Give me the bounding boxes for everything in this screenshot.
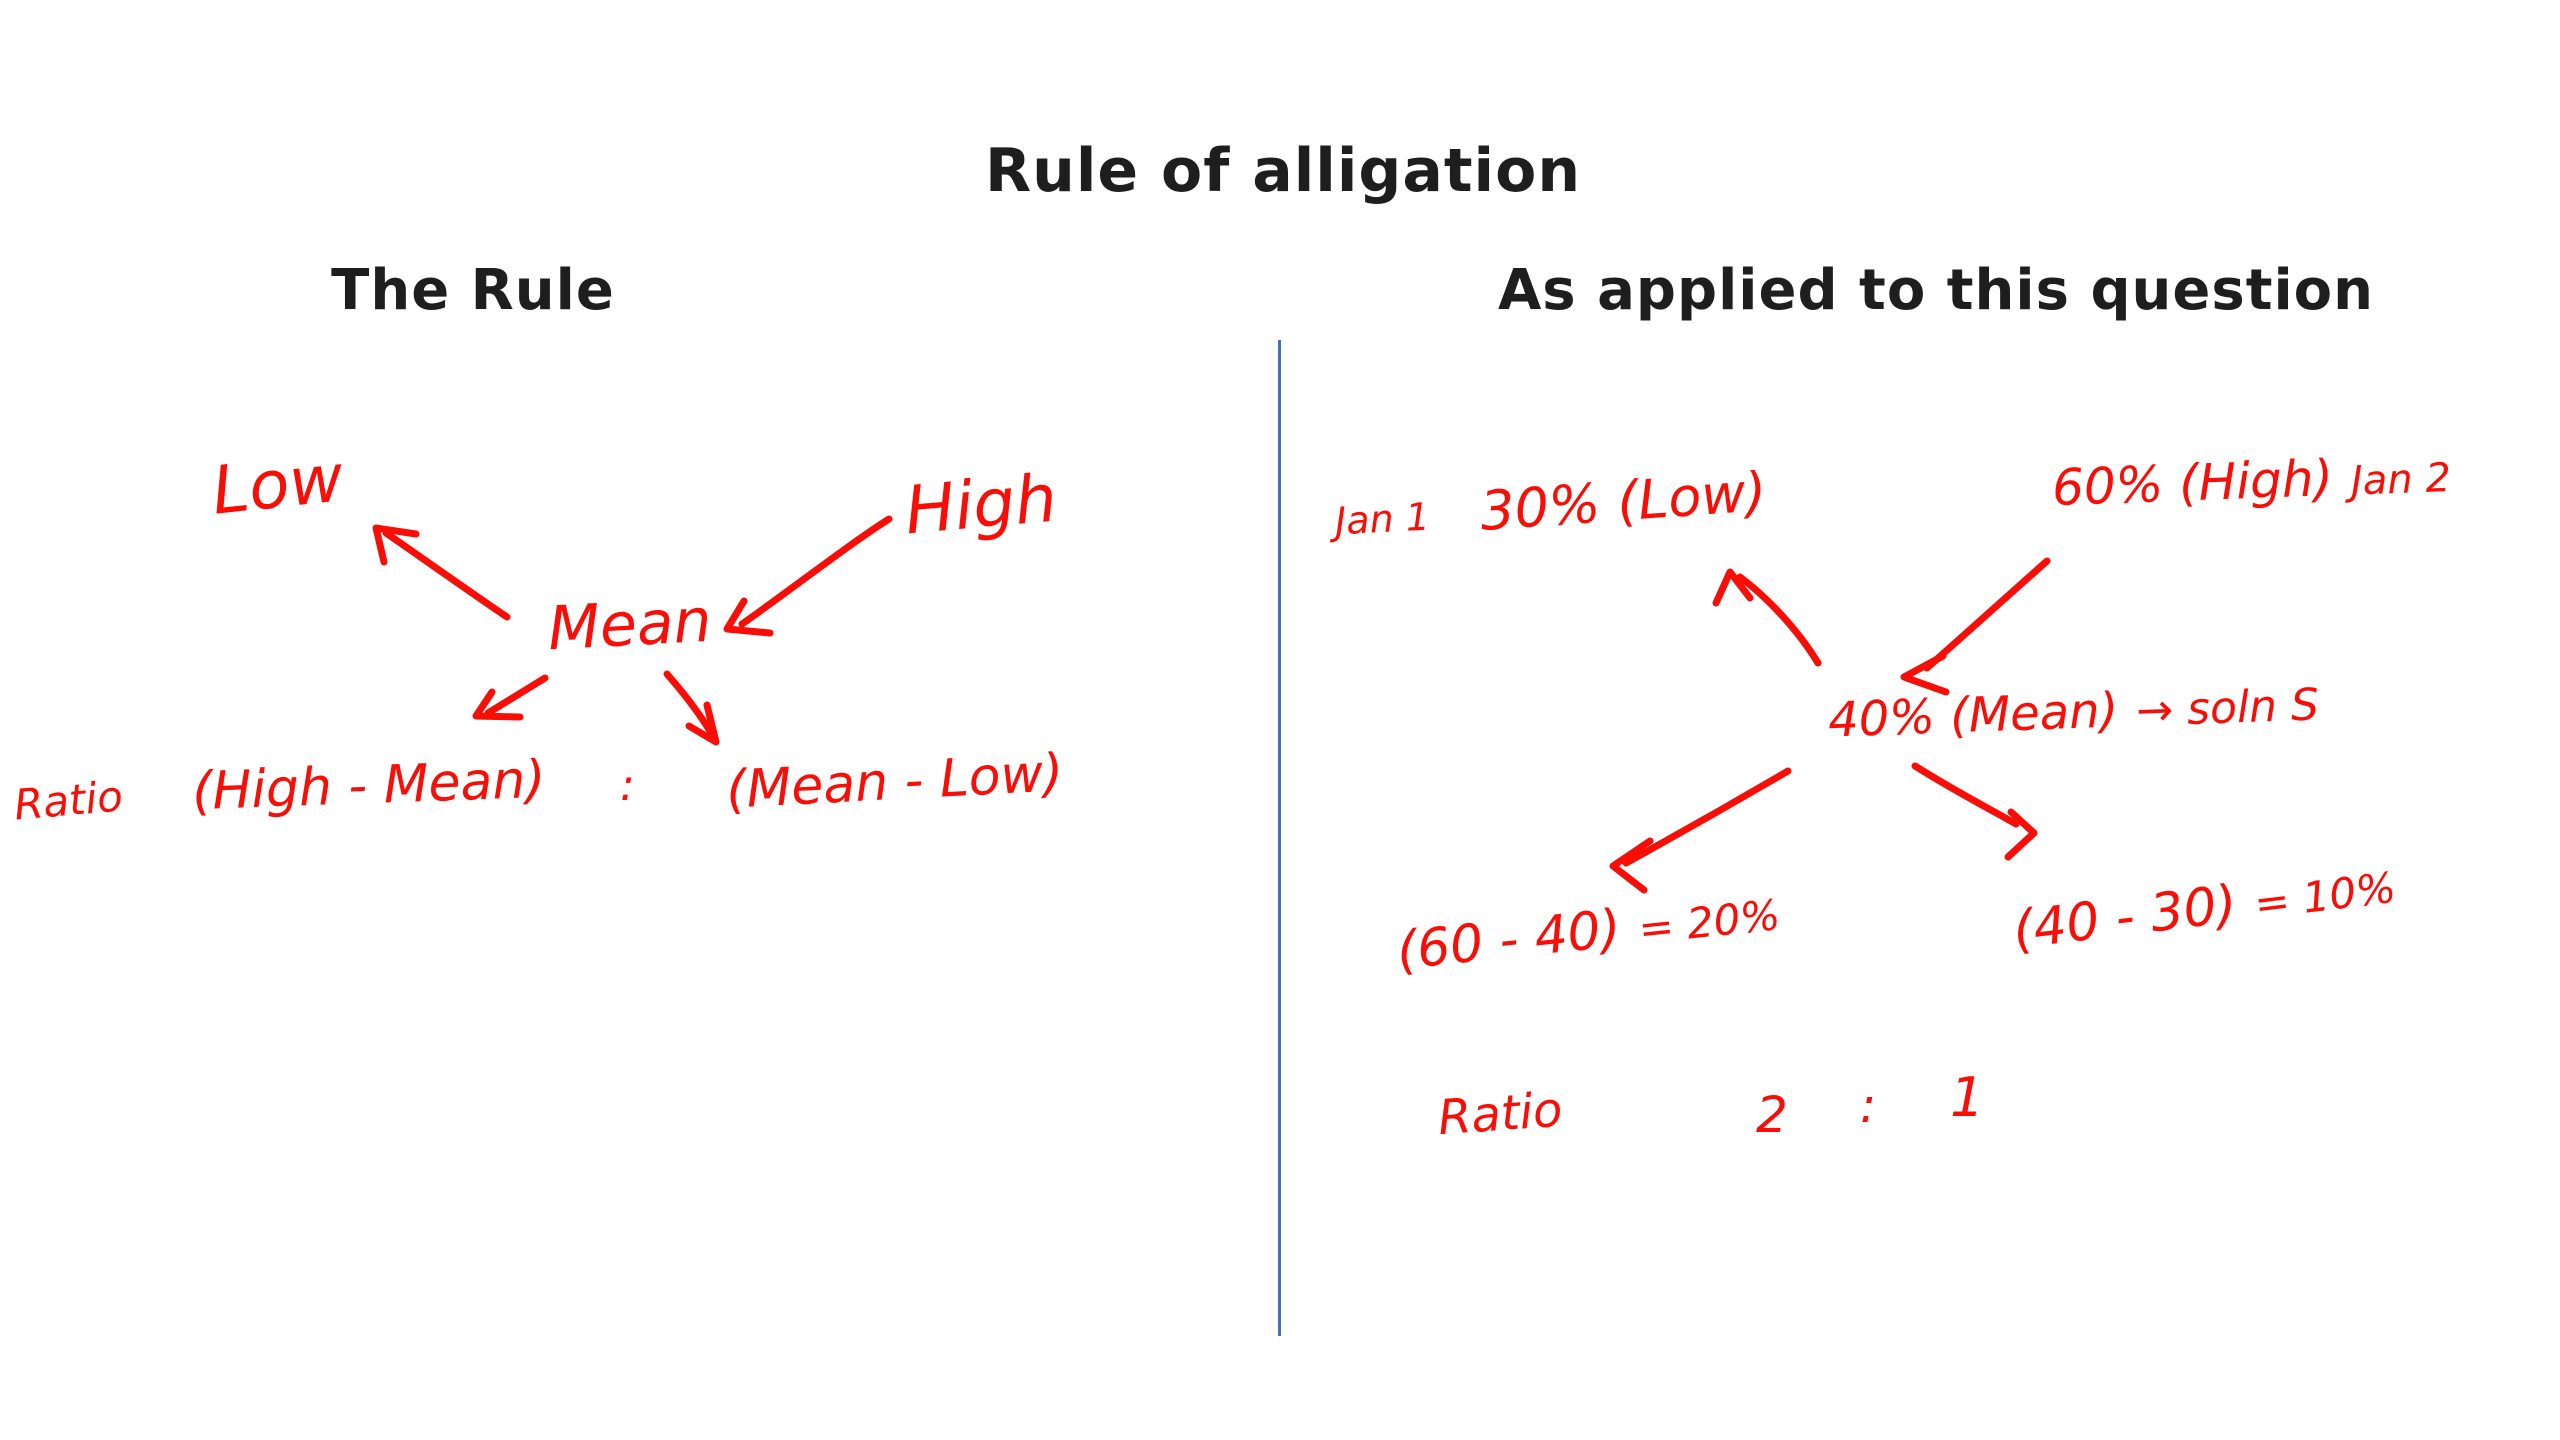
ratio-label-left: Ratio [12,771,125,830]
low-diff-result: = 10% [2251,862,2399,929]
jan2-label: Jan 2 [2350,455,2452,505]
arrow-mean-to-low-diff-icon [663,670,720,746]
low-diff-row: (40 - 30) = 10% [2010,855,2399,961]
low-percent-value: 30% (Low) [1478,460,1769,543]
ratio-colon-right: : [1860,1078,1877,1134]
mean-label: Mean [546,585,714,665]
jan1-label: Jan 1 [1333,494,1431,544]
soln-note: → soln S [2135,679,2320,737]
ratio-value-right: 1 [1950,1066,1985,1129]
high-diff-result: = 20% [1636,890,1783,954]
high-label: High [901,459,1060,550]
arrow-mean-to-30pct-icon [1712,568,1822,667]
arrow-60pct-to-mean-icon [1900,557,2051,696]
ratio-value-left: 2 [1756,1086,1788,1144]
high-percent-value: 60% (High) [2051,449,2334,517]
page-title: Rule of alligation [984,136,1582,206]
ratio-label-right: Ratio [1436,1081,1565,1147]
arrow-mean-to-20pct-icon [1609,767,1792,894]
low-label: Low [208,439,347,530]
mean-percent-row: 40% (Mean) → soln S [1827,675,2320,748]
right-section-heading: As applied to this question [1497,258,2375,323]
mean-percent-value: 40% (Mean) [1827,682,2120,749]
low-diff-expression: (40 - 30) [2009,874,2241,962]
high-diff-row: (60 - 40) = 20% [1394,882,1783,982]
high-diff-expression: (60 - 40) [1393,898,1624,982]
ratio-colon-left: : [620,760,635,811]
arrow-mean-to-low-icon [372,524,511,621]
left-section-heading: The Rule [331,258,615,323]
arrow-high-to-mean-icon [723,515,893,637]
high-minus-mean-term: (High - Mean) [191,749,547,823]
high-percent-row: 60% (High) Jan 2 [2051,445,2452,517]
section-divider [1278,340,1281,1336]
mean-minus-low-term: (Mean - Low) [724,743,1065,821]
arrow-mean-to-10pct-icon [1911,762,2038,861]
arrow-mean-to-high-diff-icon [472,674,549,721]
